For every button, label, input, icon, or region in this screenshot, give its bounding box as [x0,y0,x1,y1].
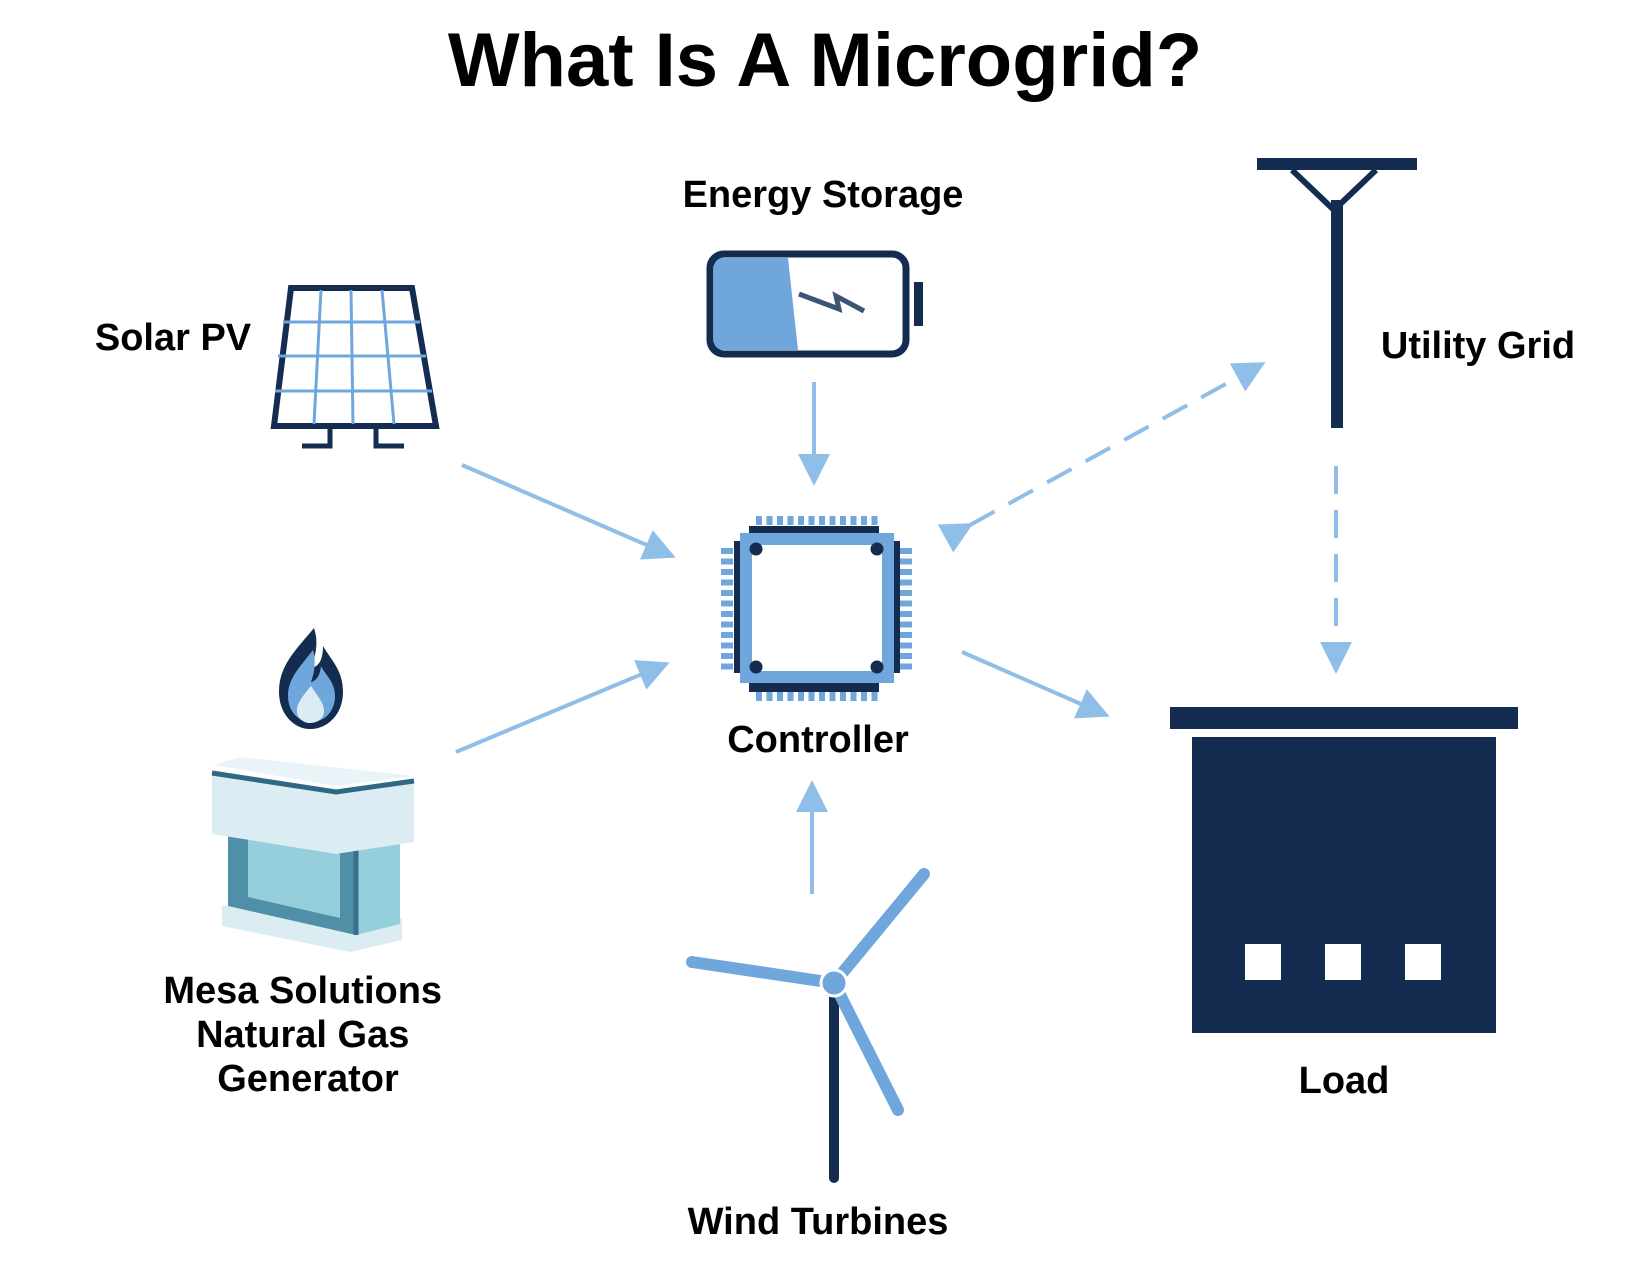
edge-solar-to-controller [461,463,676,560]
chip-pin [900,579,912,586]
window [1245,944,1281,980]
chip-pin [756,516,762,525]
window [1325,944,1361,980]
load-label: Load [1299,1060,1390,1102]
microchip-icon [721,516,912,701]
flame-icon [279,628,343,729]
chip-pin [721,653,733,659]
natural-gas-generator-icon [211,628,415,952]
edges [455,362,1352,894]
chip-pin [721,621,733,628]
chip-pin [721,548,733,554]
chip-pin [808,692,815,701]
load-node: Load [1170,707,1518,1102]
page-title: What Is A Microgrid? [448,18,1202,103]
chip-pin [900,663,912,670]
window [1405,944,1441,980]
solar-panel-icon [270,285,440,449]
controller-label: Controller [727,719,909,761]
battery-icon [706,250,923,358]
generator-label: Mesa Solutions Natural Gas Generator [163,970,452,1100]
generator-label-line-2: Natural Gas [196,1014,409,1056]
chip-pin [900,569,912,575]
energy-storage-node: Energy Storage [683,174,964,358]
utility-pole-icon [1257,158,1417,428]
chip-pin [721,590,733,596]
chip-pin [829,516,836,525]
chip-pin [900,548,912,554]
chip-pin [798,692,804,701]
edge-grid-controller-dashed [937,362,1266,553]
energy-storage-label: Energy Storage [683,174,964,216]
generator-node: Mesa Solutions Natural Gas Generator [163,628,452,1100]
chip-pin [721,579,733,586]
chip-pin [871,692,878,701]
wind-turbines-label: Wind Turbines [688,1201,949,1243]
chip-pin [900,642,912,649]
controller-node: Controller [721,516,912,761]
chip-pin [721,569,733,575]
generator-box-icon [211,757,415,952]
chip-pin [900,611,912,617]
wind-turbines-node: Wind Turbines [686,868,949,1243]
chip-pin [900,600,912,607]
chip-pin [787,692,794,701]
utility-grid-node: Utility Grid [1257,158,1575,428]
chip-pin [766,692,773,701]
edge-controller-to-load [961,650,1110,719]
chip-pin [777,516,783,525]
solar-pv-node: Solar PV [95,285,440,449]
chip-pin [840,516,846,525]
chip-pin [850,692,857,701]
generator-label-line-1: Mesa Solutions [163,970,442,1012]
chip-pin [777,692,783,701]
chip-pin [840,692,846,701]
edge-generator-to-controller [455,660,670,754]
chip-pin [900,558,912,565]
chip-pin [871,516,878,525]
chip-pin [819,692,825,701]
building-icon [1170,707,1518,1033]
chip-pin [900,653,912,659]
chip-pin [721,600,733,607]
generator-label-line-3: Generator [217,1058,399,1100]
chip-pin [900,632,912,638]
chip-pin [850,516,857,525]
chip-pin [766,516,773,525]
chip-pin [900,590,912,596]
chip-pin [798,516,804,525]
chip-pin [721,558,733,565]
chip-pin [721,663,733,670]
chip-pin [900,621,912,628]
chip-pin [819,516,825,525]
chip-pin [721,632,733,638]
wind-turbine-icon [686,868,930,1183]
chip-pin [721,642,733,649]
chip-pin [808,516,815,525]
utility-grid-label: Utility Grid [1381,325,1575,367]
chip-pin [861,692,867,701]
chip-pin [787,516,794,525]
solar-pv-label: Solar PV [95,317,252,359]
chip-pin [721,611,733,617]
chip-pin [861,516,867,525]
chip-pin [756,692,762,701]
chip-pin [829,692,836,701]
